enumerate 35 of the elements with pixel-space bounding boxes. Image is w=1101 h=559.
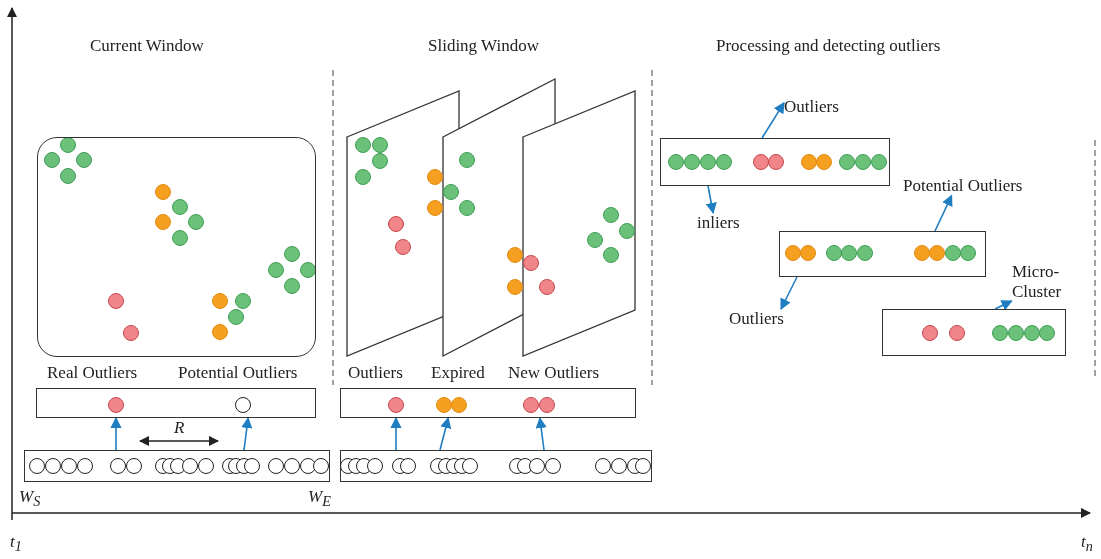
arrow — [110, 416, 122, 451]
arrow-label: Outliers — [729, 309, 784, 329]
arrow — [761, 101, 785, 139]
section-title: Processing and detecting outliers — [716, 36, 941, 56]
variable-label: t$_{1}$ — [10, 532, 22, 555]
arrow — [390, 416, 402, 451]
category-label: New Outliers — [508, 363, 600, 383]
arrow-label: Outliers — [784, 97, 839, 117]
arrow — [535, 416, 547, 451]
data-stream-strip — [24, 450, 330, 482]
arrow-label: Potential Outliers — [903, 176, 1023, 196]
category-label: Real Outliers — [47, 363, 138, 383]
arrow — [705, 185, 717, 215]
arrow — [780, 276, 798, 310]
data-stream-strip — [340, 450, 652, 482]
variable-label: W$_{E}$ — [308, 487, 331, 510]
point-set-box — [779, 231, 986, 277]
category-label: Expired — [431, 363, 485, 383]
arrow — [994, 300, 1013, 311]
arrow — [241, 416, 253, 451]
arrow-label: Micro- Cluster — [1012, 262, 1078, 302]
arrow — [439, 416, 452, 451]
arrow — [934, 194, 953, 232]
arrow-label: inliers — [697, 213, 740, 233]
point-set-box — [36, 388, 316, 418]
section-title: Sliding Window — [428, 36, 539, 56]
variable-label: t$_{n}$ — [1081, 532, 1093, 555]
category-label: Outliers — [348, 363, 403, 383]
variable-label: W$_{S}$ — [19, 487, 41, 510]
section-title: Current Window — [90, 36, 204, 56]
point-set-box — [340, 388, 636, 418]
category-label: Potential Outliers — [178, 363, 298, 383]
point-set-box — [882, 309, 1066, 356]
point-set-box — [660, 138, 890, 186]
variable-label: R — [174, 418, 185, 438]
